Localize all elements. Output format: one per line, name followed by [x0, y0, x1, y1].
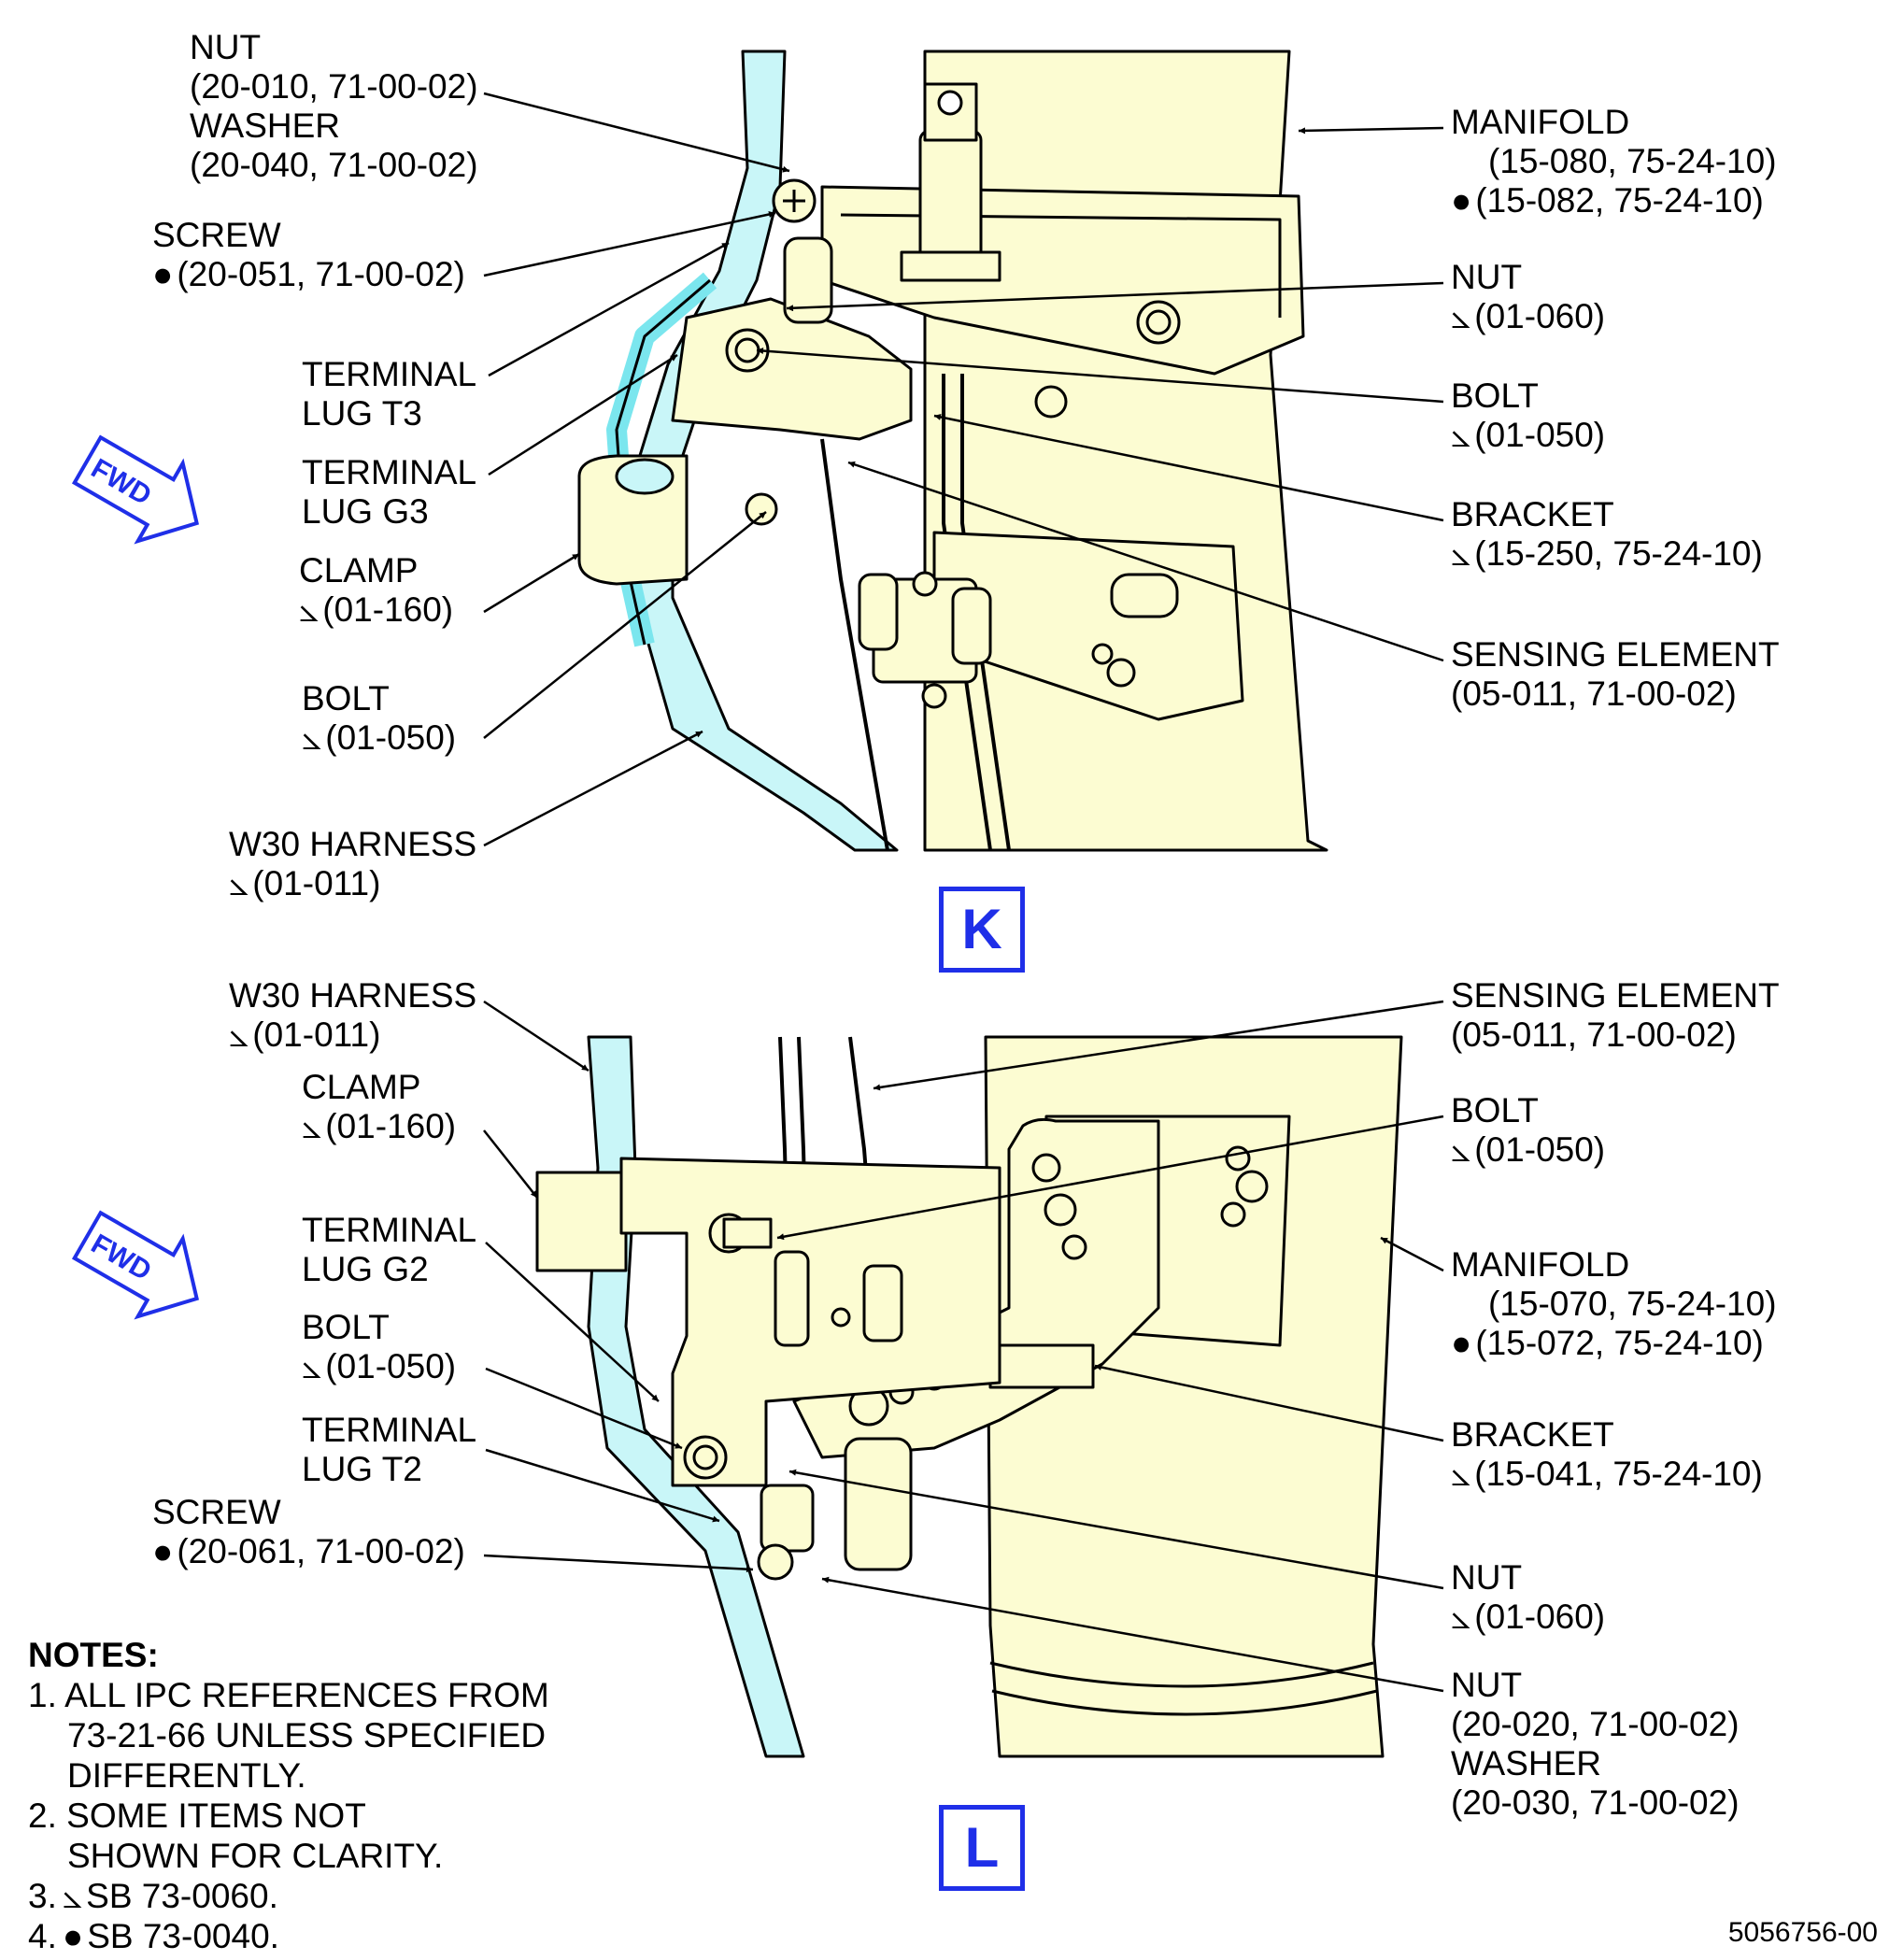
callout-l-nut-washer: NUT (20-020, 71-00-02) WASHER (20-030, 7…: [1451, 1666, 1740, 1822]
sb-dot-symbol: ●: [1451, 1324, 1472, 1362]
leader-lines: [483, 92, 1444, 1693]
fwd-arrow-l: FWD: [71, 1210, 199, 1320]
sb-triangle-symbol: ⦣: [302, 718, 322, 757]
fwd-arrow-k: FWD: [71, 434, 199, 545]
sb-triangle-symbol: ⦣: [1451, 416, 1471, 454]
sb-dot-symbol: ●: [1451, 181, 1472, 220]
sb-dot-symbol: ●: [62, 1917, 84, 1955]
notes-block: NOTES: 1. ALL IPC REFERENCES FROM 73-21-…: [28, 1636, 549, 1955]
callout-k-nut-washer: NUT (20-010, 71-00-02) WASHER (20-040, 7…: [190, 28, 478, 184]
callout-k-nut-right: NUT ⦣(01-060): [1451, 258, 1606, 335]
callout-l-bolt-right: BOLT ⦣(01-050): [1451, 1091, 1606, 1169]
callout-l-bolt-left: BOLT ⦣(01-050): [302, 1308, 457, 1385]
manifold-k: [923, 50, 1328, 852]
sb-triangle-symbol: ⦣: [299, 590, 320, 629]
callout-l-screw: SCREW ●(20-061, 71-00-02): [152, 1493, 465, 1570]
w30-harness-k: [629, 50, 899, 852]
callout-l-terminal-lug-g2: TERMINAL LUG G2: [302, 1211, 477, 1288]
callout-l-bracket: BRACKET ⦣(15-041, 75-24-10): [1451, 1415, 1763, 1493]
callout-k-sensing-element: SENSING ELEMENT (05-011, 71-00-02): [1451, 635, 1780, 713]
callout-l-sensing-element: SENSING ELEMENT (05-011, 71-00-02): [1451, 976, 1780, 1054]
sb-triangle-symbol: ⦣: [229, 1016, 249, 1054]
callout-l-w30-harness: W30 HARNESS ⦣(01-011): [229, 976, 477, 1054]
sb-triangle-symbol: ⦣: [1451, 534, 1471, 573]
sb-triangle-symbol: ⦣: [302, 1347, 322, 1385]
sb-triangle-symbol: ⦣: [1451, 1455, 1471, 1493]
view-letter-k: K: [939, 887, 1025, 973]
callout-l-manifold: MANIFOLD (15-070, 75-24-10) ●(15-072, 75…: [1451, 1245, 1777, 1362]
view-k-illustration: [577, 50, 1328, 852]
sb-triangle-symbol: ⦣: [1451, 1598, 1471, 1636]
callout-k-screw: SCREW ●(20-051, 71-00-02): [152, 216, 465, 293]
callout-k-manifold: MANIFOLD (15-080, 75-24-10) ●(15-082, 75…: [1451, 103, 1777, 220]
callout-k-terminal-lug-t3: TERMINAL LUG T3: [302, 355, 477, 433]
sb-triangle-symbol: ⦣: [229, 864, 249, 902]
note-1: 1. ALL IPC REFERENCES FROM: [28, 1676, 549, 1714]
callout-l-nut-bracket: NUT ⦣(01-060): [1451, 1558, 1606, 1636]
callout-l-terminal-lug-t2: TERMINAL LUG T2: [302, 1411, 477, 1488]
figure-number: 5056756-00: [1727, 1917, 1878, 1948]
notes-heading: NOTES:: [28, 1636, 159, 1674]
sb-triangle-symbol: ⦣: [1451, 297, 1471, 335]
view-letter-l: L: [939, 1805, 1025, 1891]
callout-k-clamp: CLAMP ⦣(01-160): [299, 551, 454, 629]
note-4: 4.●SB 73-0040.: [28, 1917, 279, 1955]
note-2: 2. SOME ITEMS NOT: [28, 1797, 366, 1835]
sb-triangle-symbol: ⦣: [1451, 1130, 1471, 1169]
callout-k-bolt-right: BOLT ⦣(01-050): [1451, 376, 1606, 454]
note-3: 3.⦣SB 73-0060.: [28, 1877, 278, 1915]
callout-l-clamp: CLAMP ⦣(01-160): [302, 1068, 457, 1145]
sb-triangle-symbol: ⦣: [62, 1877, 83, 1915]
sb-dot-symbol: ●: [152, 1532, 174, 1570]
sb-dot-symbol: ●: [152, 255, 174, 293]
callout-k-bracket: BRACKET ⦣(15-250, 75-24-10): [1451, 495, 1763, 573]
view-l-illustration: [535, 1035, 1403, 1758]
callout-k-terminal-lug-g3: TERMINAL LUG G3: [302, 453, 477, 531]
callout-k-w30-harness: W30 HARNESS ⦣(01-011): [229, 825, 477, 902]
callout-k-bolt-left: BOLT ⦣(01-050): [302, 679, 457, 757]
sb-triangle-symbol: ⦣: [302, 1107, 322, 1145]
